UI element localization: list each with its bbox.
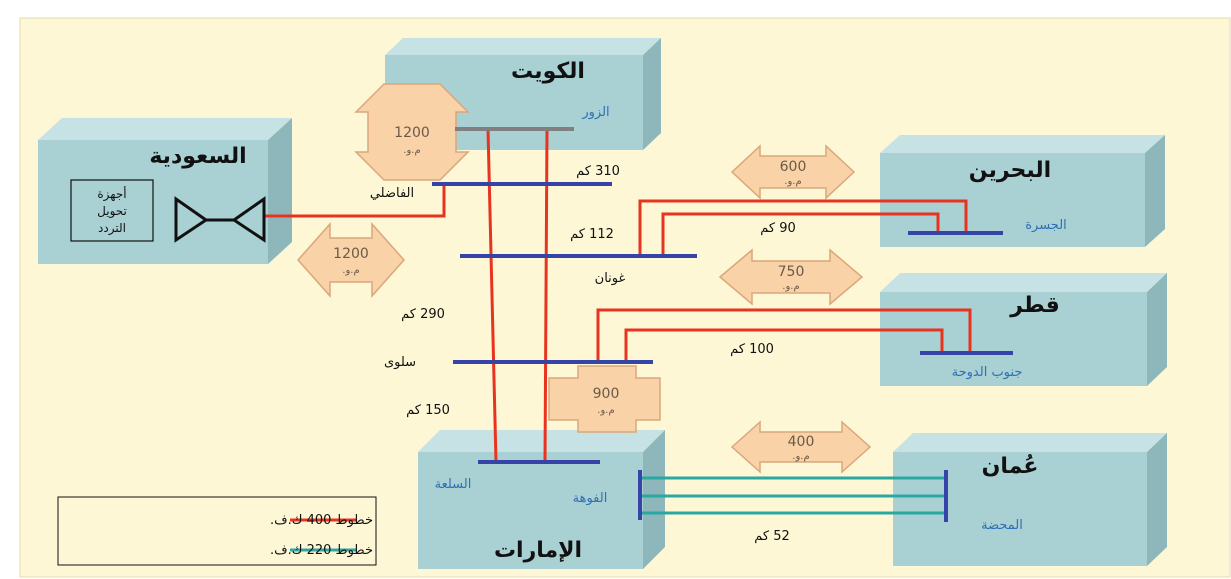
station-jasra: الجسرة bbox=[1025, 218, 1067, 233]
box-qatar bbox=[880, 273, 1167, 386]
capacity-arrow-qatar bbox=[718, 248, 864, 306]
capacity-bahrain-value: 600 bbox=[780, 159, 807, 175]
station-fadhili: الفاضلي bbox=[370, 186, 414, 201]
line-kuwait-uae-2 bbox=[543, 128, 549, 463]
capacity-qatar-unit: م.و. bbox=[782, 281, 799, 292]
capacity-qatar-value: 750 bbox=[778, 264, 805, 280]
country-uae: الإمارات bbox=[494, 538, 582, 563]
capacity-oman-value: 400 bbox=[788, 434, 815, 450]
capacity-arrow-oman bbox=[730, 420, 872, 474]
lines-220kv bbox=[640, 476, 946, 515]
capacity-saudi-value: 1200 bbox=[333, 246, 369, 262]
legend: خطوط 400 ك.ف. خطوط 220 ك.ف. bbox=[57, 496, 377, 566]
station-silaa: السلعة bbox=[435, 477, 472, 492]
distance-100: 100 كم bbox=[730, 342, 774, 357]
country-kuwait: الكويت bbox=[511, 59, 585, 84]
converter-label-1: أجهزة bbox=[97, 186, 126, 202]
distance-150: 150 كم bbox=[406, 403, 450, 418]
country-saudi: السعودية bbox=[149, 144, 246, 169]
country-oman: عُمان bbox=[982, 454, 1039, 479]
capacity-arrow-kuwait-body bbox=[354, 83, 470, 181]
distance-112: 112 كم bbox=[570, 227, 614, 242]
legend-label-220: خطوط 220 ك.ف. bbox=[270, 543, 373, 558]
station-salwa: سلوى bbox=[384, 355, 416, 370]
distance-90: 90 كم bbox=[760, 221, 796, 236]
station-ghunan: غونان bbox=[595, 271, 626, 286]
line-ghunan-bahrain-1 bbox=[638, 199, 968, 256]
capacity-saudi-unit: م.و. bbox=[342, 265, 359, 276]
capacity-uae-unit: م.و. bbox=[597, 405, 614, 416]
legend-label-400: خطوط 400 ك.ف. bbox=[270, 513, 373, 528]
country-qatar: قطر bbox=[1009, 293, 1060, 318]
converter-symbol bbox=[174, 196, 266, 243]
capacity-arrow-bahrain bbox=[730, 144, 856, 200]
converter-label-2: تحويل bbox=[97, 204, 127, 219]
capacity-arrow-saudi bbox=[296, 222, 406, 298]
station-fuwaha: الفوهة bbox=[573, 491, 608, 506]
capacity-kuwait-unit: م.و. bbox=[403, 145, 420, 156]
legend-box bbox=[57, 496, 377, 566]
line-ghunan-bahrain-2 bbox=[661, 212, 940, 256]
box-saudi bbox=[38, 118, 292, 264]
line-saudi-fadhili bbox=[265, 184, 446, 218]
station-mahdha: المحضة bbox=[981, 518, 1023, 533]
box-uae bbox=[418, 430, 665, 569]
converter-box bbox=[70, 179, 154, 242]
box-oman bbox=[893, 433, 1167, 566]
converter-label-3: التردد bbox=[98, 221, 126, 236]
box-bahrain bbox=[880, 135, 1165, 247]
capacity-arrow-uae bbox=[548, 365, 661, 433]
line-salwa-qatar-1 bbox=[596, 308, 972, 362]
line-salwa-qatar-2 bbox=[624, 328, 944, 362]
capacity-kuwait-value: 1200 bbox=[394, 125, 430, 141]
capacity-bahrain-unit: م.و. bbox=[784, 176, 801, 187]
capacity-uae-value: 900 bbox=[593, 386, 620, 402]
station-south-doha: جنوب الدوحة bbox=[952, 365, 1023, 380]
distance-310: 310 كم bbox=[576, 164, 620, 179]
busbars bbox=[432, 127, 1013, 522]
distance-52: 52 كم bbox=[754, 529, 790, 544]
station-zour: الزور bbox=[581, 105, 609, 120]
country-bahrain: البحرين bbox=[969, 158, 1051, 183]
capacity-oman-unit: م.و. bbox=[792, 451, 809, 462]
distance-290: 290 كم bbox=[401, 307, 445, 322]
